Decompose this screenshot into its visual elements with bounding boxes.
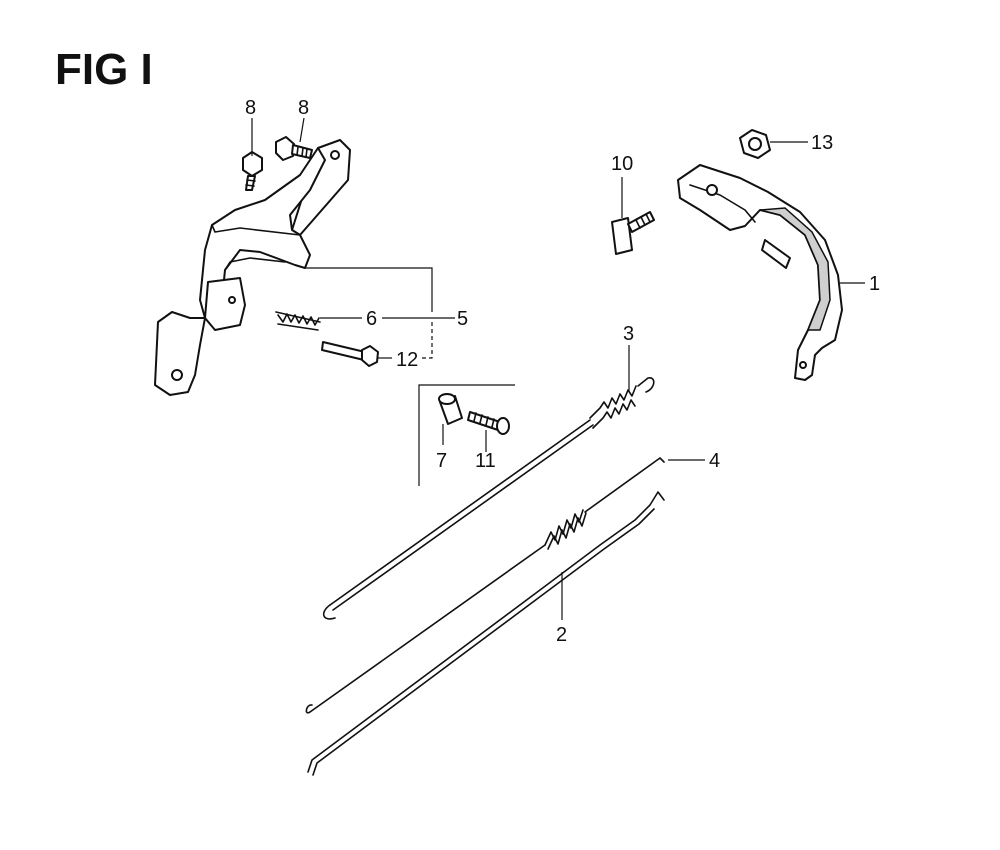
figure-title: FIG I: [55, 45, 153, 94]
callout-7: 7: [436, 450, 447, 472]
callout-12: 12: [396, 349, 418, 371]
screw-10: [611, 211, 655, 255]
rod-4: [305, 457, 665, 714]
rod-3: [322, 377, 655, 620]
leader-lines: [251, 117, 865, 620]
callout-1: 1: [869, 273, 880, 295]
callout-3: 3: [623, 323, 634, 345]
rod-2: [307, 491, 665, 776]
callout-10: 10: [611, 153, 633, 175]
nut-13: [739, 129, 771, 159]
screw-11: [467, 411, 510, 435]
inset-frame: [418, 384, 515, 486]
callout-5: 5: [457, 308, 468, 330]
control-bracket: [154, 139, 351, 396]
throttle-lever-1: [677, 164, 843, 381]
spring-6: [275, 311, 321, 331]
callout-4: 4: [709, 450, 720, 472]
callout-2: 2: [556, 624, 567, 646]
callout-13: 13: [811, 132, 833, 154]
bolt-8-left: [242, 151, 263, 191]
bolt-8-right: [275, 136, 313, 161]
callout-8-right: 8: [298, 97, 309, 119]
bolt-12: [321, 341, 379, 367]
callout-6: 6: [366, 308, 377, 330]
callout-8-left: 8: [245, 97, 256, 119]
cap-7: [438, 393, 463, 425]
callout-11: 11: [475, 450, 496, 472]
